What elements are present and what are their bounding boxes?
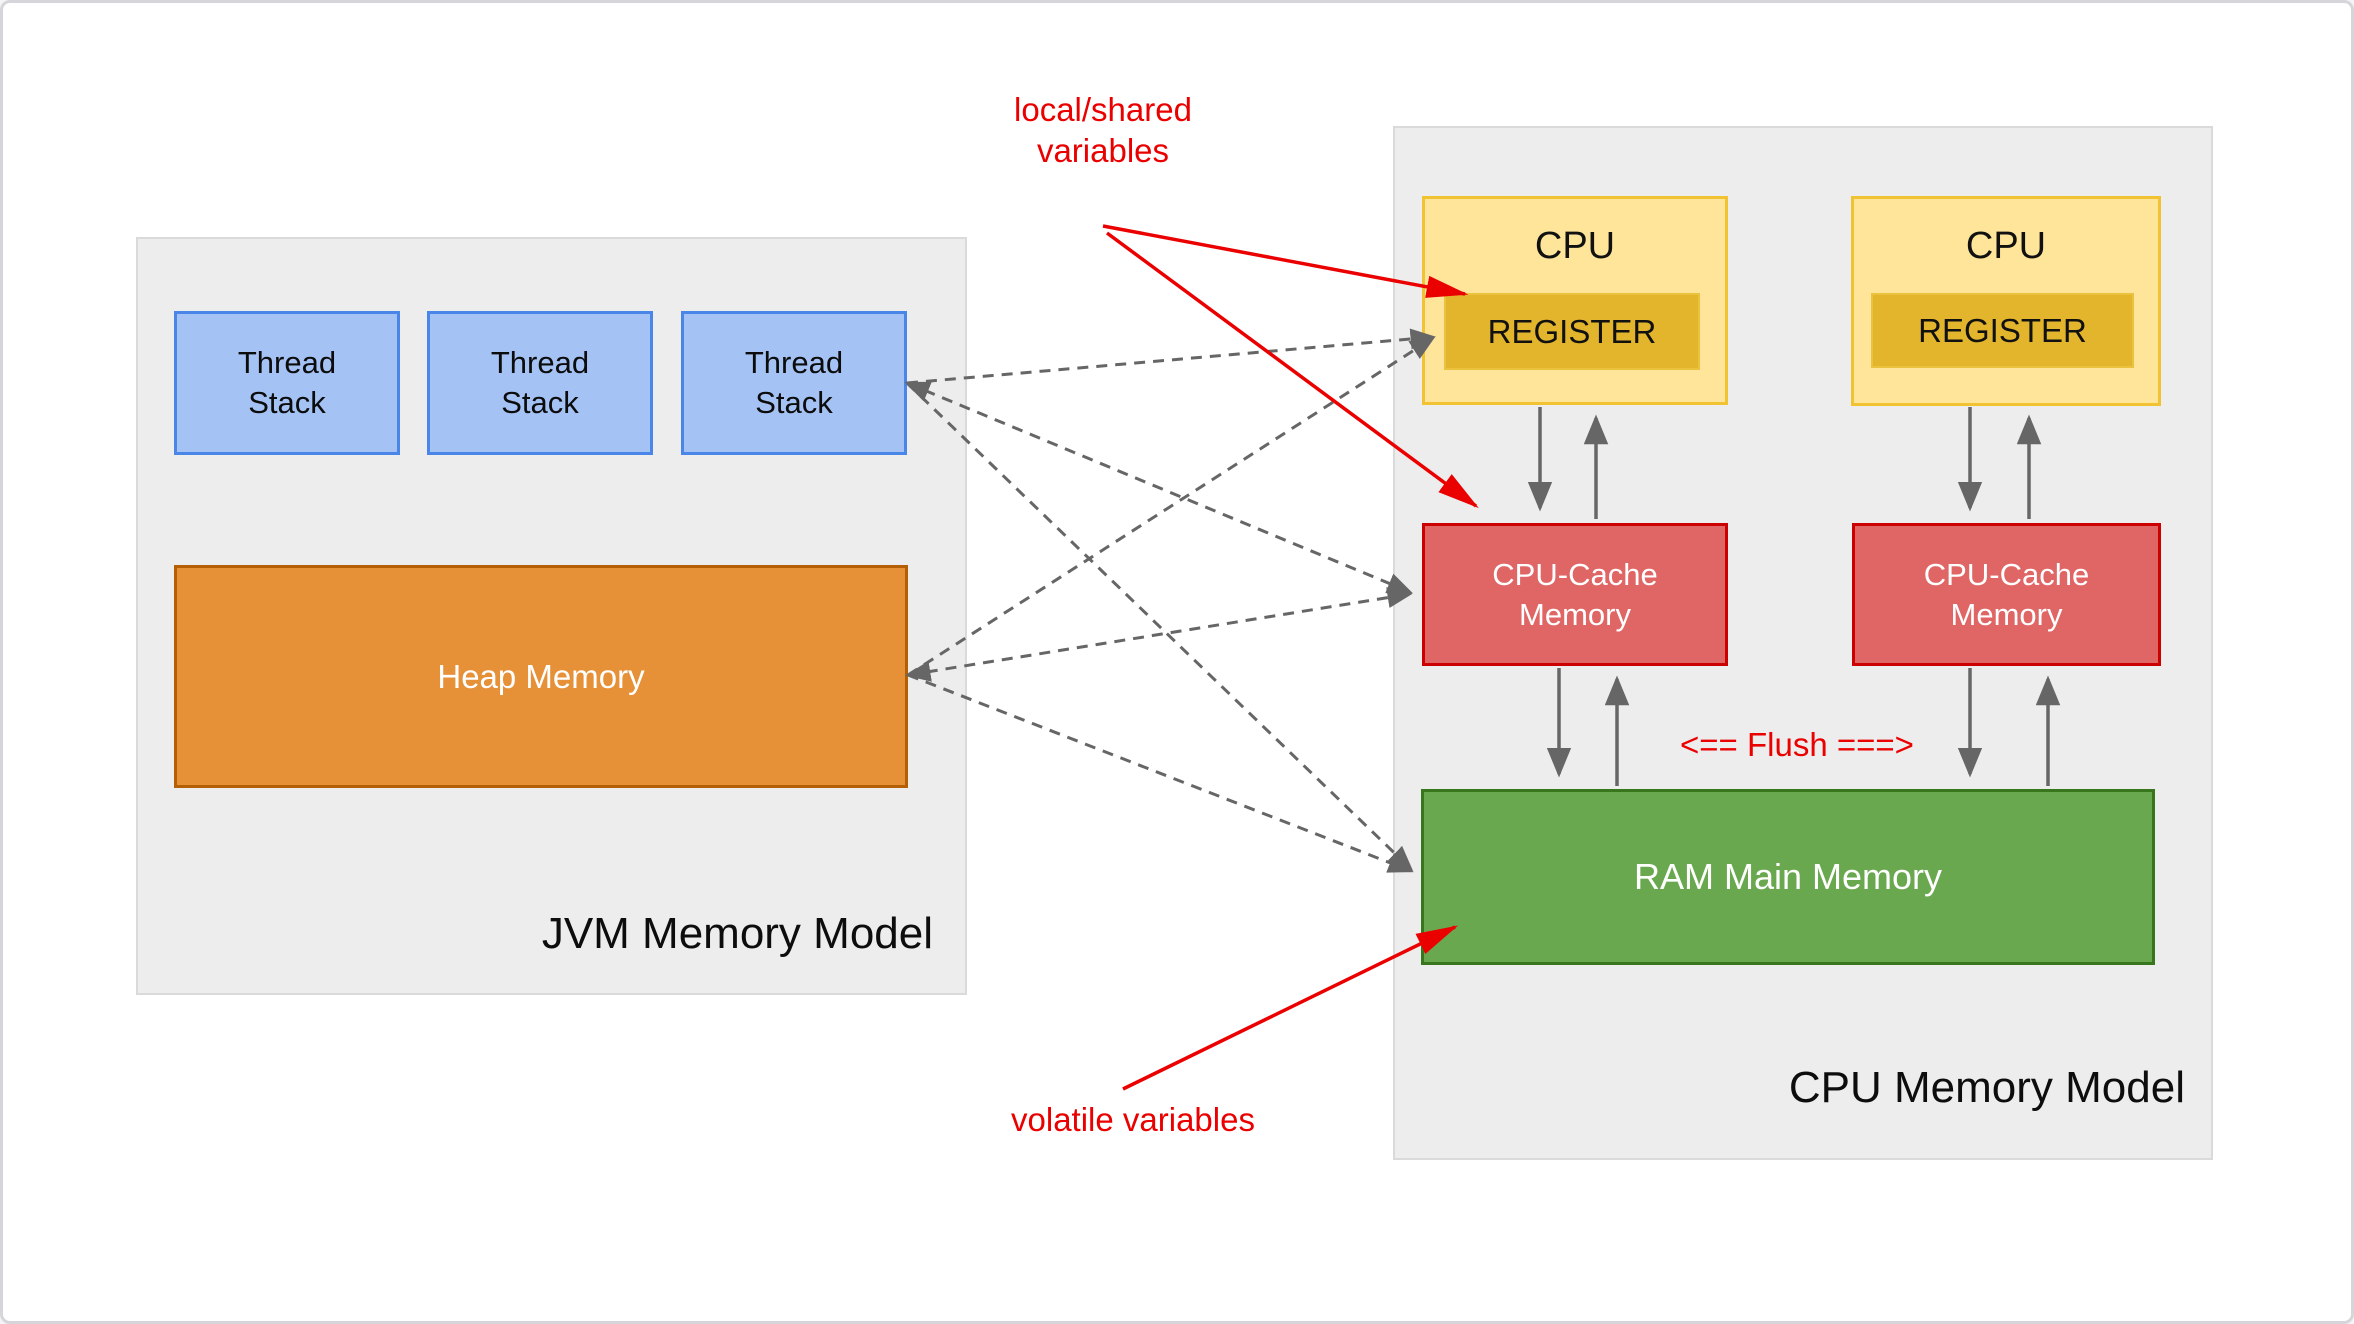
thread-stack-label: Thread Stack xyxy=(237,345,337,420)
dashed-arrow-stack-register xyxy=(906,328,1436,385)
thread-stack-box-3: Thread Stack xyxy=(681,311,907,455)
dashed-arrow-stack-ram xyxy=(905,381,1414,872)
cpu-label: CPU xyxy=(1965,225,2047,267)
cpu-cache-label: CPU-Cache Memory xyxy=(1492,556,1658,632)
thread-stack-box-2: Thread Stack xyxy=(427,311,653,455)
jvm-panel-title: JVM Memory Model xyxy=(541,909,933,958)
thread-stack-box-1: Thread Stack xyxy=(174,311,400,455)
cpu-cache-label: CPU-Cache Memory xyxy=(1923,556,2090,632)
cpu-panel-title: CPU Memory Model xyxy=(1788,1063,2185,1112)
dashed-arrow-heap-ram xyxy=(907,673,1414,873)
dashed-arrow-heap-cache xyxy=(905,587,1413,682)
ram-main-memory-box: RAM Main Memory xyxy=(1421,789,2155,965)
heap-memory-box: Heap Memory xyxy=(174,565,908,788)
annotation-volatile-variables: volatile variables xyxy=(1011,1101,1255,1138)
register-box-2: REGISTER xyxy=(1871,293,2134,368)
dashed-arrow-stack-cache xyxy=(904,381,1413,594)
dashed-arrow-heap-register xyxy=(907,336,1436,677)
thread-stack-label: Thread Stack xyxy=(744,345,844,420)
register-label: REGISTER xyxy=(1487,312,1657,350)
annotation-flush: <== Flush ===> xyxy=(1680,726,1914,763)
thread-stack-label: Thread Stack xyxy=(490,345,590,420)
heap-memory-label: Heap Memory xyxy=(437,657,645,695)
register-label: REGISTER xyxy=(1918,311,2087,349)
ram-main-memory-label: RAM Main Memory xyxy=(1633,856,1943,897)
cpu-label: CPU xyxy=(1534,225,1616,267)
cpu-cache-box-2: CPU-Cache Memory xyxy=(1852,523,2161,666)
register-box-1: REGISTER xyxy=(1444,293,1700,370)
dashed-arrows xyxy=(904,328,1436,873)
cpu-cache-box-1: CPU-Cache Memory xyxy=(1422,523,1728,666)
annotation-local-shared-variables: local/shared variables xyxy=(1014,91,1192,169)
